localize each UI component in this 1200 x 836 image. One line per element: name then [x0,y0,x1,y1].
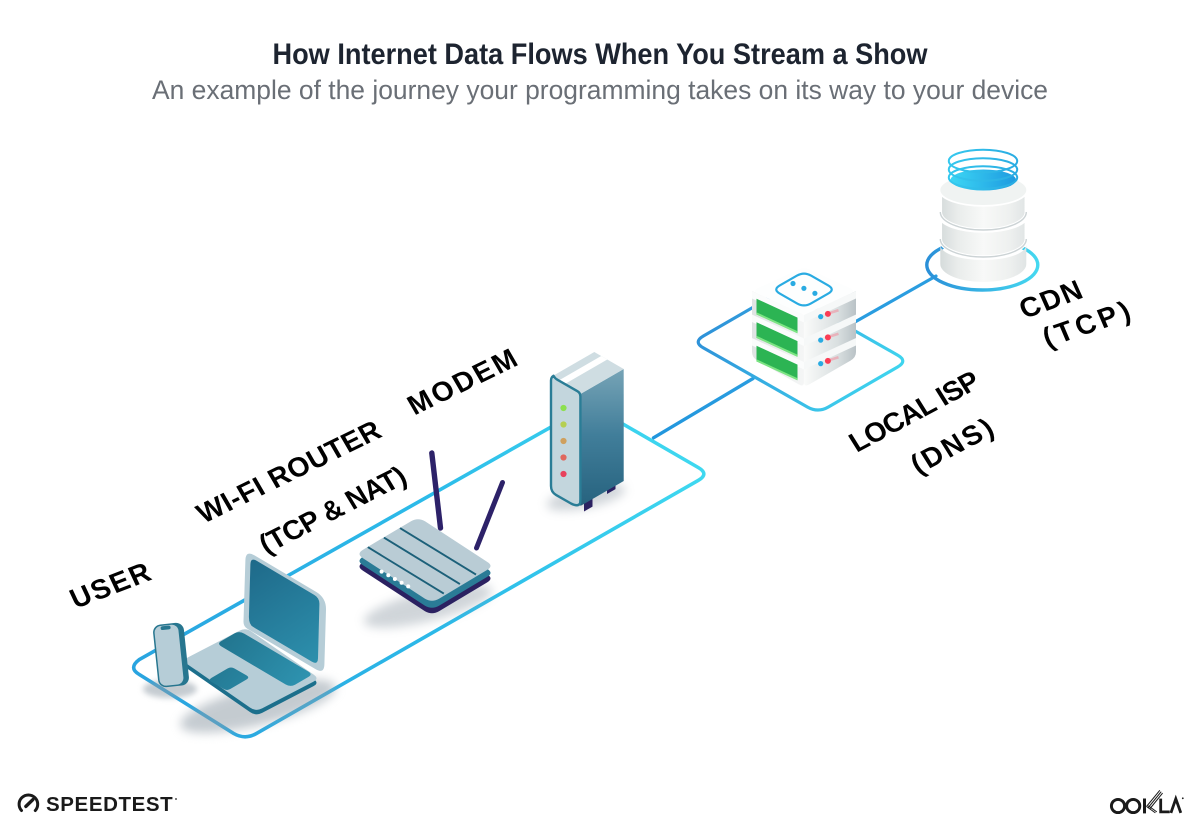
svg-text:How Internet Data Flows When Y: How Internet Data Flows When You Stream … [273,38,929,71]
svg-text:SPEEDTEST: SPEEDTEST [46,793,173,816]
svg-text:An example of the journey your: An example of the journey your programmi… [152,75,1048,105]
